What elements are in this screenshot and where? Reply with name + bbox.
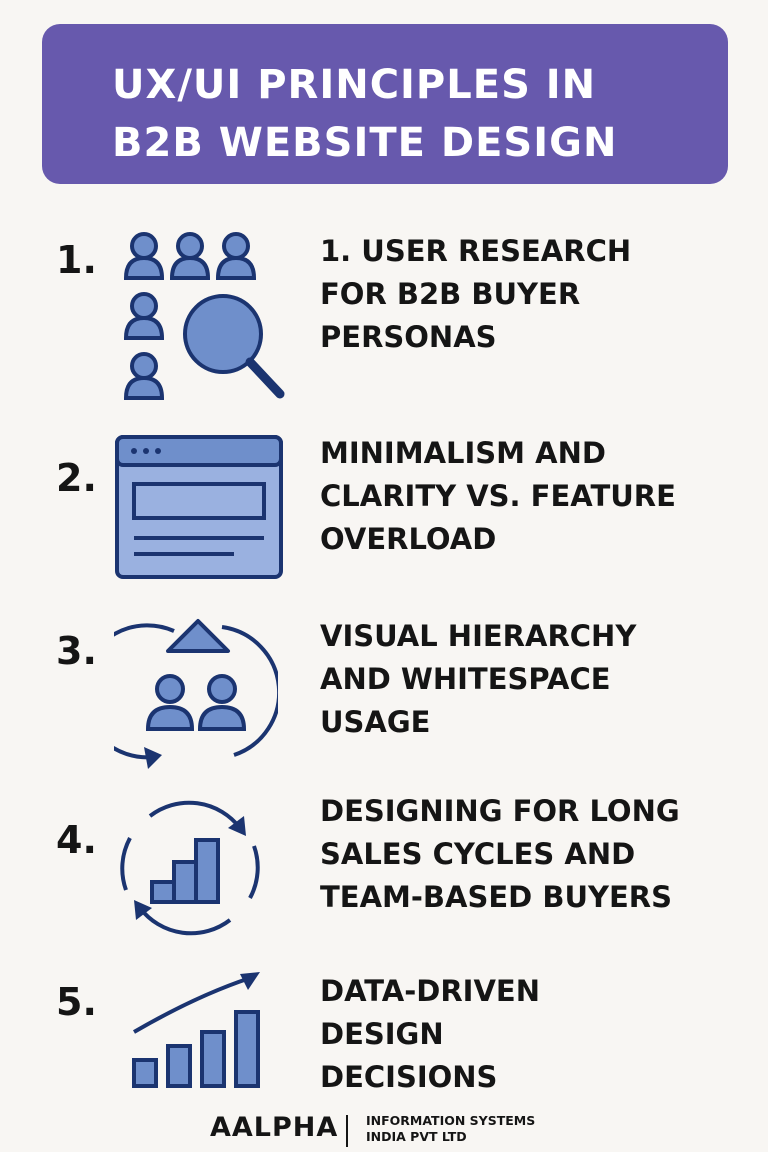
item-label: DATA-DRIVEN DESIGN DECISIONS xyxy=(320,970,750,1099)
item-label-line: CLARITY VS. FEATURE xyxy=(320,479,676,513)
item-number: 5. xyxy=(56,980,97,1024)
item-label-line: FOR B2B BUYER xyxy=(320,277,581,311)
title-line-1: UX/UI PRINCIPLES IN xyxy=(112,62,597,108)
footer-divider xyxy=(346,1115,348,1147)
users-search-icon xyxy=(123,232,285,400)
item-number: 1. xyxy=(56,238,97,282)
browser-window-icon xyxy=(115,435,283,579)
item-label-line: PERSONAS xyxy=(320,320,497,354)
item-label-line: DECISIONS xyxy=(320,1060,498,1094)
item-number: 3. xyxy=(56,629,97,673)
brand-logo-text: AALPHA xyxy=(210,1112,339,1143)
item-label-line: SALES CYCLES AND xyxy=(320,837,636,871)
item-label-line: VISUAL HIERARCHY xyxy=(320,619,637,653)
item-number: 2. xyxy=(56,456,97,500)
item-label-line: DATA-DRIVEN xyxy=(320,974,540,1008)
item-label-line: OVERLOAD xyxy=(320,522,497,556)
item-number: 4. xyxy=(56,818,97,862)
title-line-2: B2B WEBSITE DESIGN xyxy=(112,120,618,166)
brand-subtitle-line: INDIA PVT LTD xyxy=(366,1129,467,1144)
item-label-line: USAGE xyxy=(320,705,431,739)
title-banner: UX/UI PRINCIPLES IN B2B WEBSITE DESIGN xyxy=(42,24,728,184)
footer: AALPHA INFORMATION SYSTEMS INDIA PVT LTD xyxy=(0,1105,768,1150)
growth-chart-icon xyxy=(132,972,260,1088)
brand-subtitle-line: INFORMATION SYSTEMS xyxy=(366,1113,536,1128)
cycle-bar-chart-icon xyxy=(120,800,260,936)
item-label-line: AND WHITESPACE xyxy=(320,662,611,696)
item-label-line: DESIGNING FOR LONG xyxy=(320,794,680,828)
item-label: VISUAL HIERARCHY AND WHITESPACE USAGE xyxy=(320,615,750,744)
item-label-line: DESIGN xyxy=(320,1017,444,1051)
brand-subtitle: INFORMATION SYSTEMS INDIA PVT LTD xyxy=(366,1113,535,1145)
item-label: MINIMALISM AND CLARITY VS. FEATURE OVERL… xyxy=(320,432,750,561)
item-label: DESIGNING FOR LONG SALES CYCLES AND TEAM… xyxy=(320,790,750,919)
item-label-line: MINIMALISM AND xyxy=(320,436,606,470)
item-label-line: TEAM-BASED BUYERS xyxy=(320,880,673,914)
item-label: 1. USER RESEARCH FOR B2B BUYER PERSONAS xyxy=(320,230,750,359)
hierarchy-cycle-icon xyxy=(114,619,278,769)
item-label-line: 1. USER RESEARCH xyxy=(320,234,632,268)
